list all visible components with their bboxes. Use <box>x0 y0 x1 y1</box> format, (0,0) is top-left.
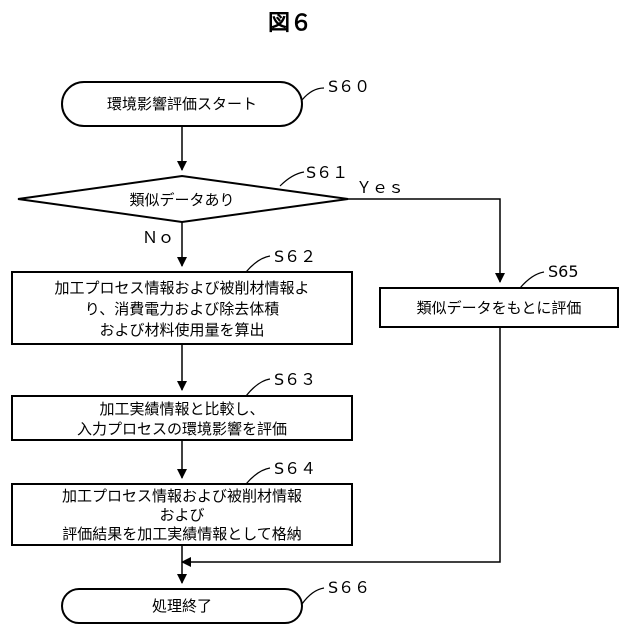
node-s63-line-1: 加工実績情報と比較し、 <box>99 400 264 418</box>
leader-s60 <box>302 88 324 100</box>
node-s64-line-2: および <box>159 506 204 524</box>
branch-no-label: Ｎｏ <box>142 228 174 247</box>
node-s62-line-2: り、消費電力および除去体積 <box>85 300 279 318</box>
node-s64-process: 加工プロセス情報および被削材情報 および 評価結果を加工実績情報として格納 <box>12 484 352 545</box>
figure-title: 図６ <box>268 11 312 36</box>
node-s66-end: 処理終了 <box>62 589 302 623</box>
step-label-s61: S６１ <box>306 163 348 182</box>
node-s62-line-1: 加工プロセス情報および被削材情報よ <box>54 279 309 297</box>
leader-s64 <box>246 468 270 484</box>
step-label-s60: S６０ <box>328 77 370 96</box>
step-label-s65: S65 <box>548 262 579 281</box>
step-label-s63: S６３ <box>274 370 316 389</box>
node-s60-label: 環境影響評価スタート <box>107 95 257 113</box>
leader-s62 <box>246 256 270 272</box>
node-s63-process: 加工実績情報と比較し、 入力プロセスの環境影響を評価 <box>12 396 352 440</box>
node-s62-line-3: および材料使用量を算出 <box>99 321 264 339</box>
node-s61-label: 類似データあり <box>129 191 234 209</box>
node-s64-line-1: 加工プロセス情報および被削材情報 <box>62 487 302 505</box>
node-s60-start: 環境影響評価スタート <box>62 82 302 126</box>
node-s65-process: 類似データをもとに評価 <box>380 288 618 327</box>
step-label-s62: S６２ <box>274 247 316 266</box>
node-s65-label: 類似データをもとに評価 <box>417 299 582 317</box>
connector-s61-yes-s65 <box>348 199 500 282</box>
step-label-s64: S６４ <box>274 459 316 478</box>
node-s62-process: 加工プロセス情報および被削材情報よ り、消費電力および除去体積 および材料使用量… <box>12 272 352 344</box>
node-s61-decision: 類似データあり <box>18 176 348 222</box>
leader-s65 <box>520 272 544 288</box>
branch-yes-label: Ｙｅｓ <box>356 178 404 197</box>
node-s66-label: 処理終了 <box>152 597 212 615</box>
node-s64-line-3: 評価結果を加工実績情報として格納 <box>62 525 302 543</box>
node-s63-line-2: 入力プロセスの環境影響を評価 <box>77 420 287 438</box>
leader-s66 <box>302 588 324 604</box>
leader-s63 <box>246 379 270 396</box>
leader-s61 <box>280 172 304 186</box>
step-label-s66: S６６ <box>328 578 370 597</box>
